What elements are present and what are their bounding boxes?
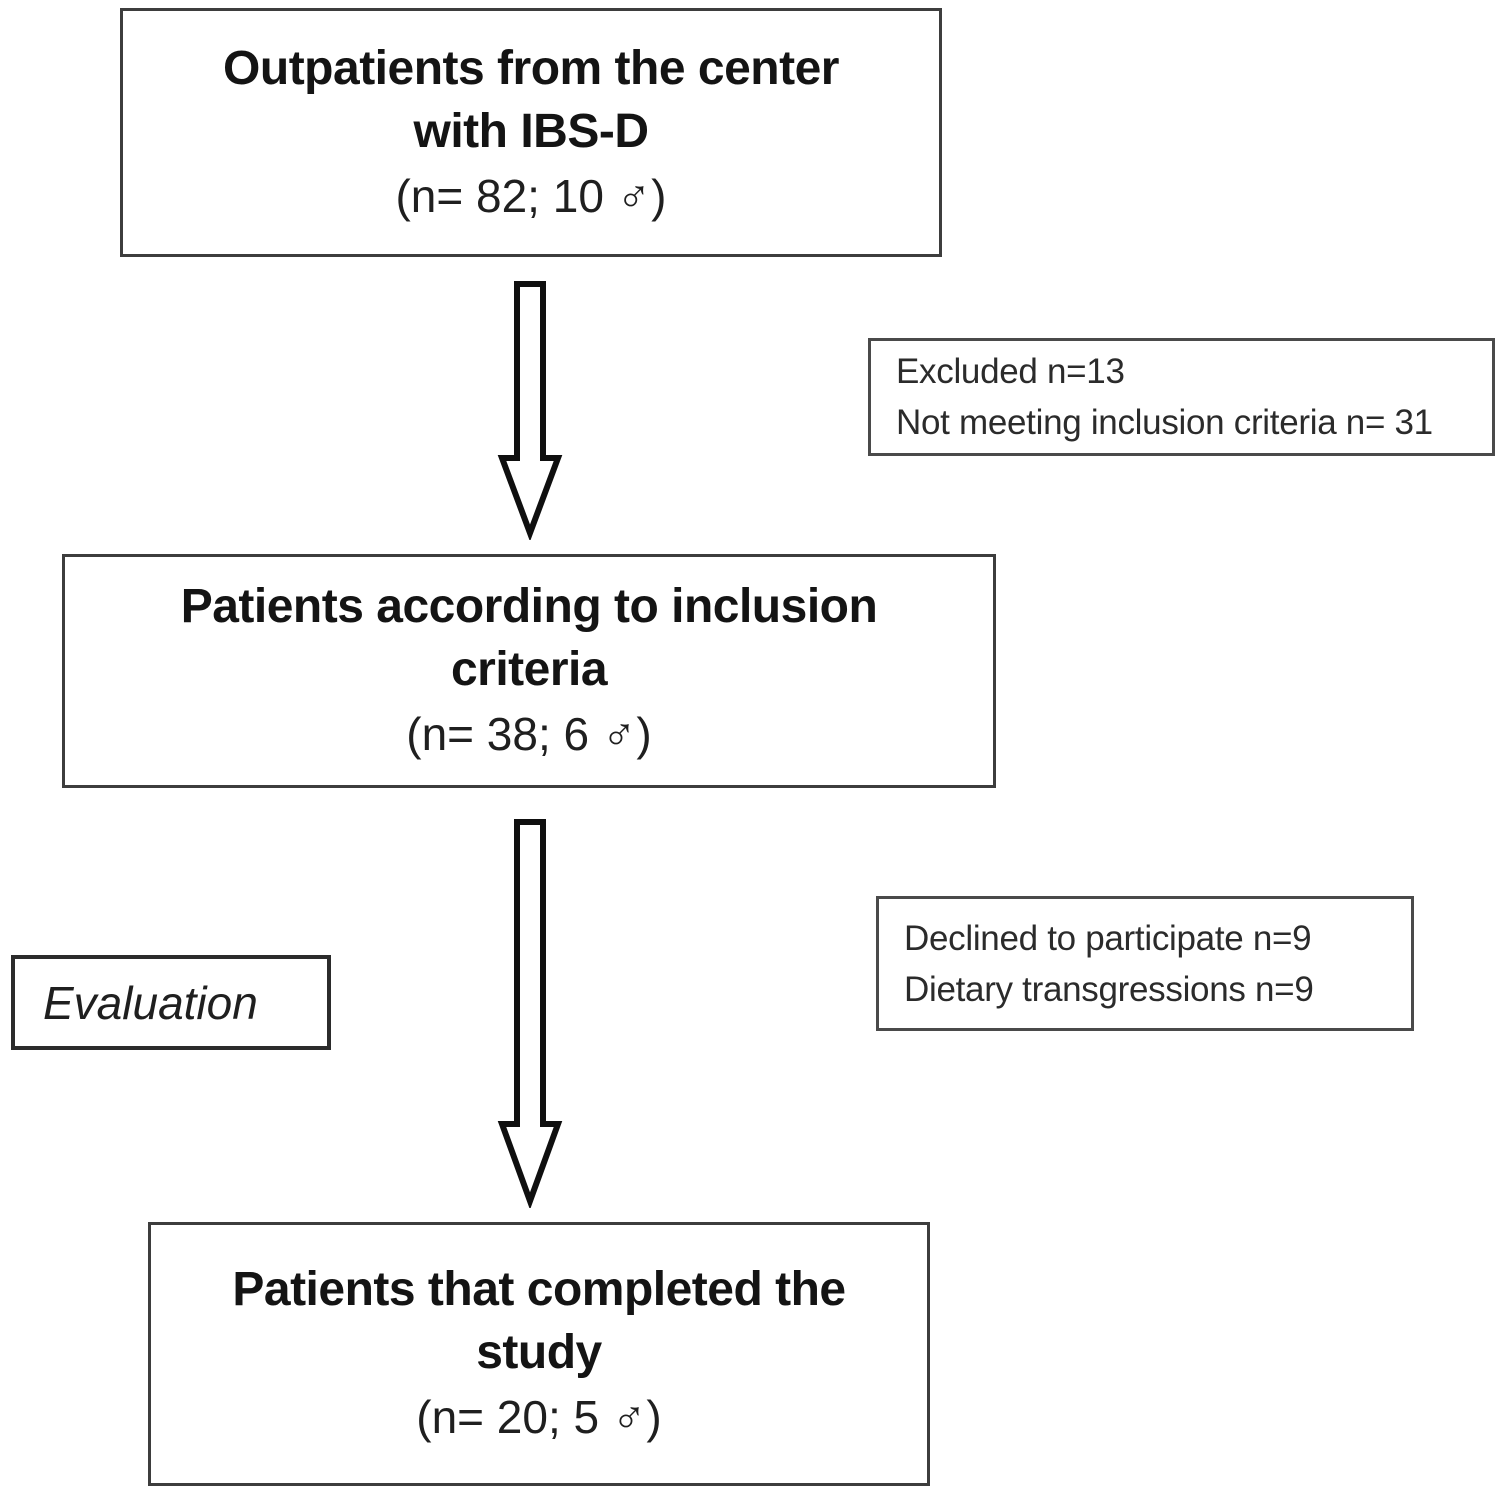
node-completed-title-line1: Patients that completed the: [232, 1263, 846, 1316]
node-completed-study: Patients that completed the study (n= 20…: [148, 1222, 930, 1486]
node-outpatients-title-line2: with IBS-D: [413, 104, 649, 158]
note-declined: Declined to participate n=9 Dietary tran…: [876, 896, 1414, 1031]
evaluation-label-text: Evaluation: [43, 976, 258, 1029]
down-arrow-2: [497, 819, 563, 1208]
note-declined-line1: Declined to participate n=9: [904, 918, 1312, 958]
node-inclusion-count: (n= 38; 6 ♂): [406, 708, 652, 760]
node-outpatients-count: (n= 82; 10 ♂): [395, 169, 667, 222]
node-evaluation-label: Evaluation: [11, 955, 331, 1050]
node-outpatients-title-line1: Outpatients from the center: [223, 41, 839, 95]
note-declined-line2: Dietary transgressions n=9: [904, 969, 1314, 1009]
note-excluded-line2: Not meeting inclusion criteria n= 31: [896, 403, 1433, 442]
node-inclusion-title-line2: criteria: [450, 643, 608, 696]
node-inclusion-title-line1: Patients according to inclusion: [180, 580, 878, 633]
node-completed-count: (n= 20; 5 ♂): [416, 1391, 662, 1443]
node-inclusion-criteria: Patients according to inclusion criteria…: [62, 554, 996, 788]
node-completed-title-line2: study: [476, 1326, 602, 1379]
down-arrow-1: [497, 281, 563, 540]
note-excluded-line1: Excluded n=13: [896, 352, 1125, 391]
note-excluded: Excluded n=13 Not meeting inclusion crit…: [868, 338, 1495, 456]
node-outpatients: Outpatients from the center with IBS-D (…: [120, 8, 942, 257]
